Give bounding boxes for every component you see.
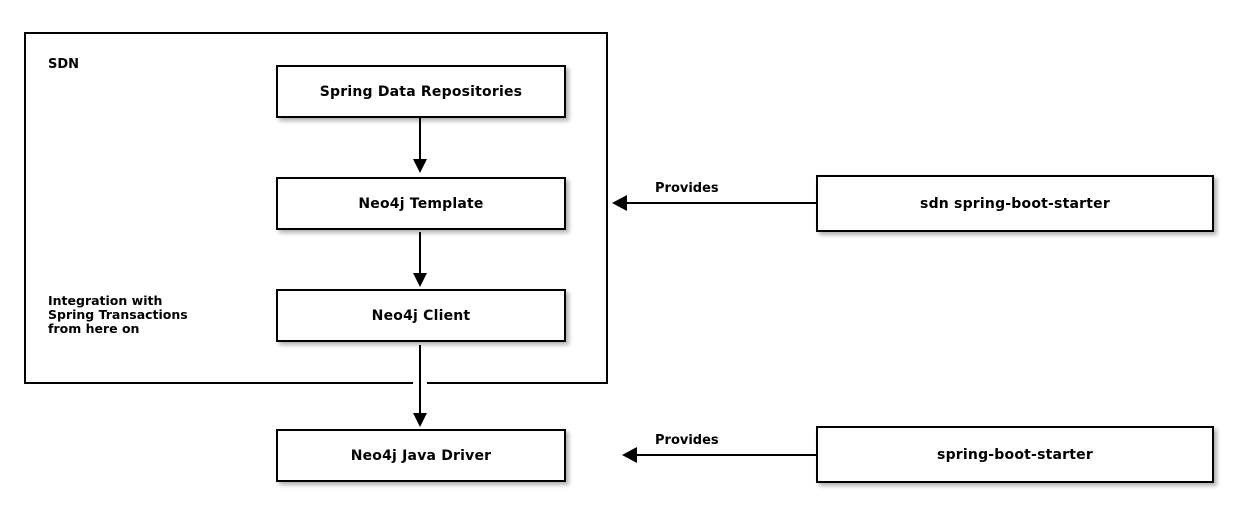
edge-template-to-client-arrowhead — [413, 273, 427, 287]
edge-sdn-starter-provides-line — [625, 202, 817, 204]
edge-client-to-driver-line-lower — [419, 381, 421, 416]
sdn-group-container — [24, 32, 608, 384]
node-sdn-spring-boot-starter-label: sdn spring-boot-starter — [920, 195, 1110, 212]
node-neo4j-client[interactable]: Neo4j Client — [276, 289, 566, 342]
edge-repositories-to-template-arrowhead — [413, 159, 427, 173]
node-spring-boot-starter[interactable]: spring-boot-starter — [816, 426, 1214, 483]
edge-template-to-client-line — [419, 232, 421, 276]
edge-client-to-driver-arrowhead — [413, 413, 427, 427]
node-neo4j-java-driver-label: Neo4j Java Driver — [350, 447, 492, 464]
node-neo4j-template[interactable]: Neo4j Template — [276, 177, 566, 230]
edge-sdn-starter-provides-label: Provides — [655, 181, 719, 196]
edge-starter-provides-arrowhead — [622, 447, 637, 463]
edge-starter-provides-label: Provides — [655, 433, 719, 448]
sdn-group-label: SDN — [48, 57, 80, 72]
node-spring-boot-starter-label: spring-boot-starter — [937, 446, 1093, 463]
node-neo4j-template-label: Neo4j Template — [358, 195, 484, 212]
node-neo4j-client-label: Neo4j Client — [371, 307, 471, 324]
node-sdn-spring-boot-starter[interactable]: sdn spring-boot-starter — [816, 175, 1214, 232]
transactions-note-line-1: Integration with — [48, 293, 163, 308]
node-spring-data-repositories[interactable]: Spring Data Repositories — [276, 65, 566, 118]
node-spring-data-repositories-label: Spring Data Repositories — [319, 83, 523, 100]
node-neo4j-java-driver[interactable]: Neo4j Java Driver — [276, 429, 566, 482]
edge-sdn-starter-provides-arrowhead — [612, 195, 627, 211]
edge-client-to-driver-line — [419, 345, 421, 416]
transactions-note: Integration with Spring Transactions fro… — [48, 294, 188, 336]
edge-starter-provides-line — [635, 454, 817, 456]
transactions-note-line-2: Spring Transactions — [48, 307, 188, 322]
edge-repositories-to-template-line — [419, 118, 421, 162]
transactions-note-line-3: from here on — [48, 321, 140, 336]
